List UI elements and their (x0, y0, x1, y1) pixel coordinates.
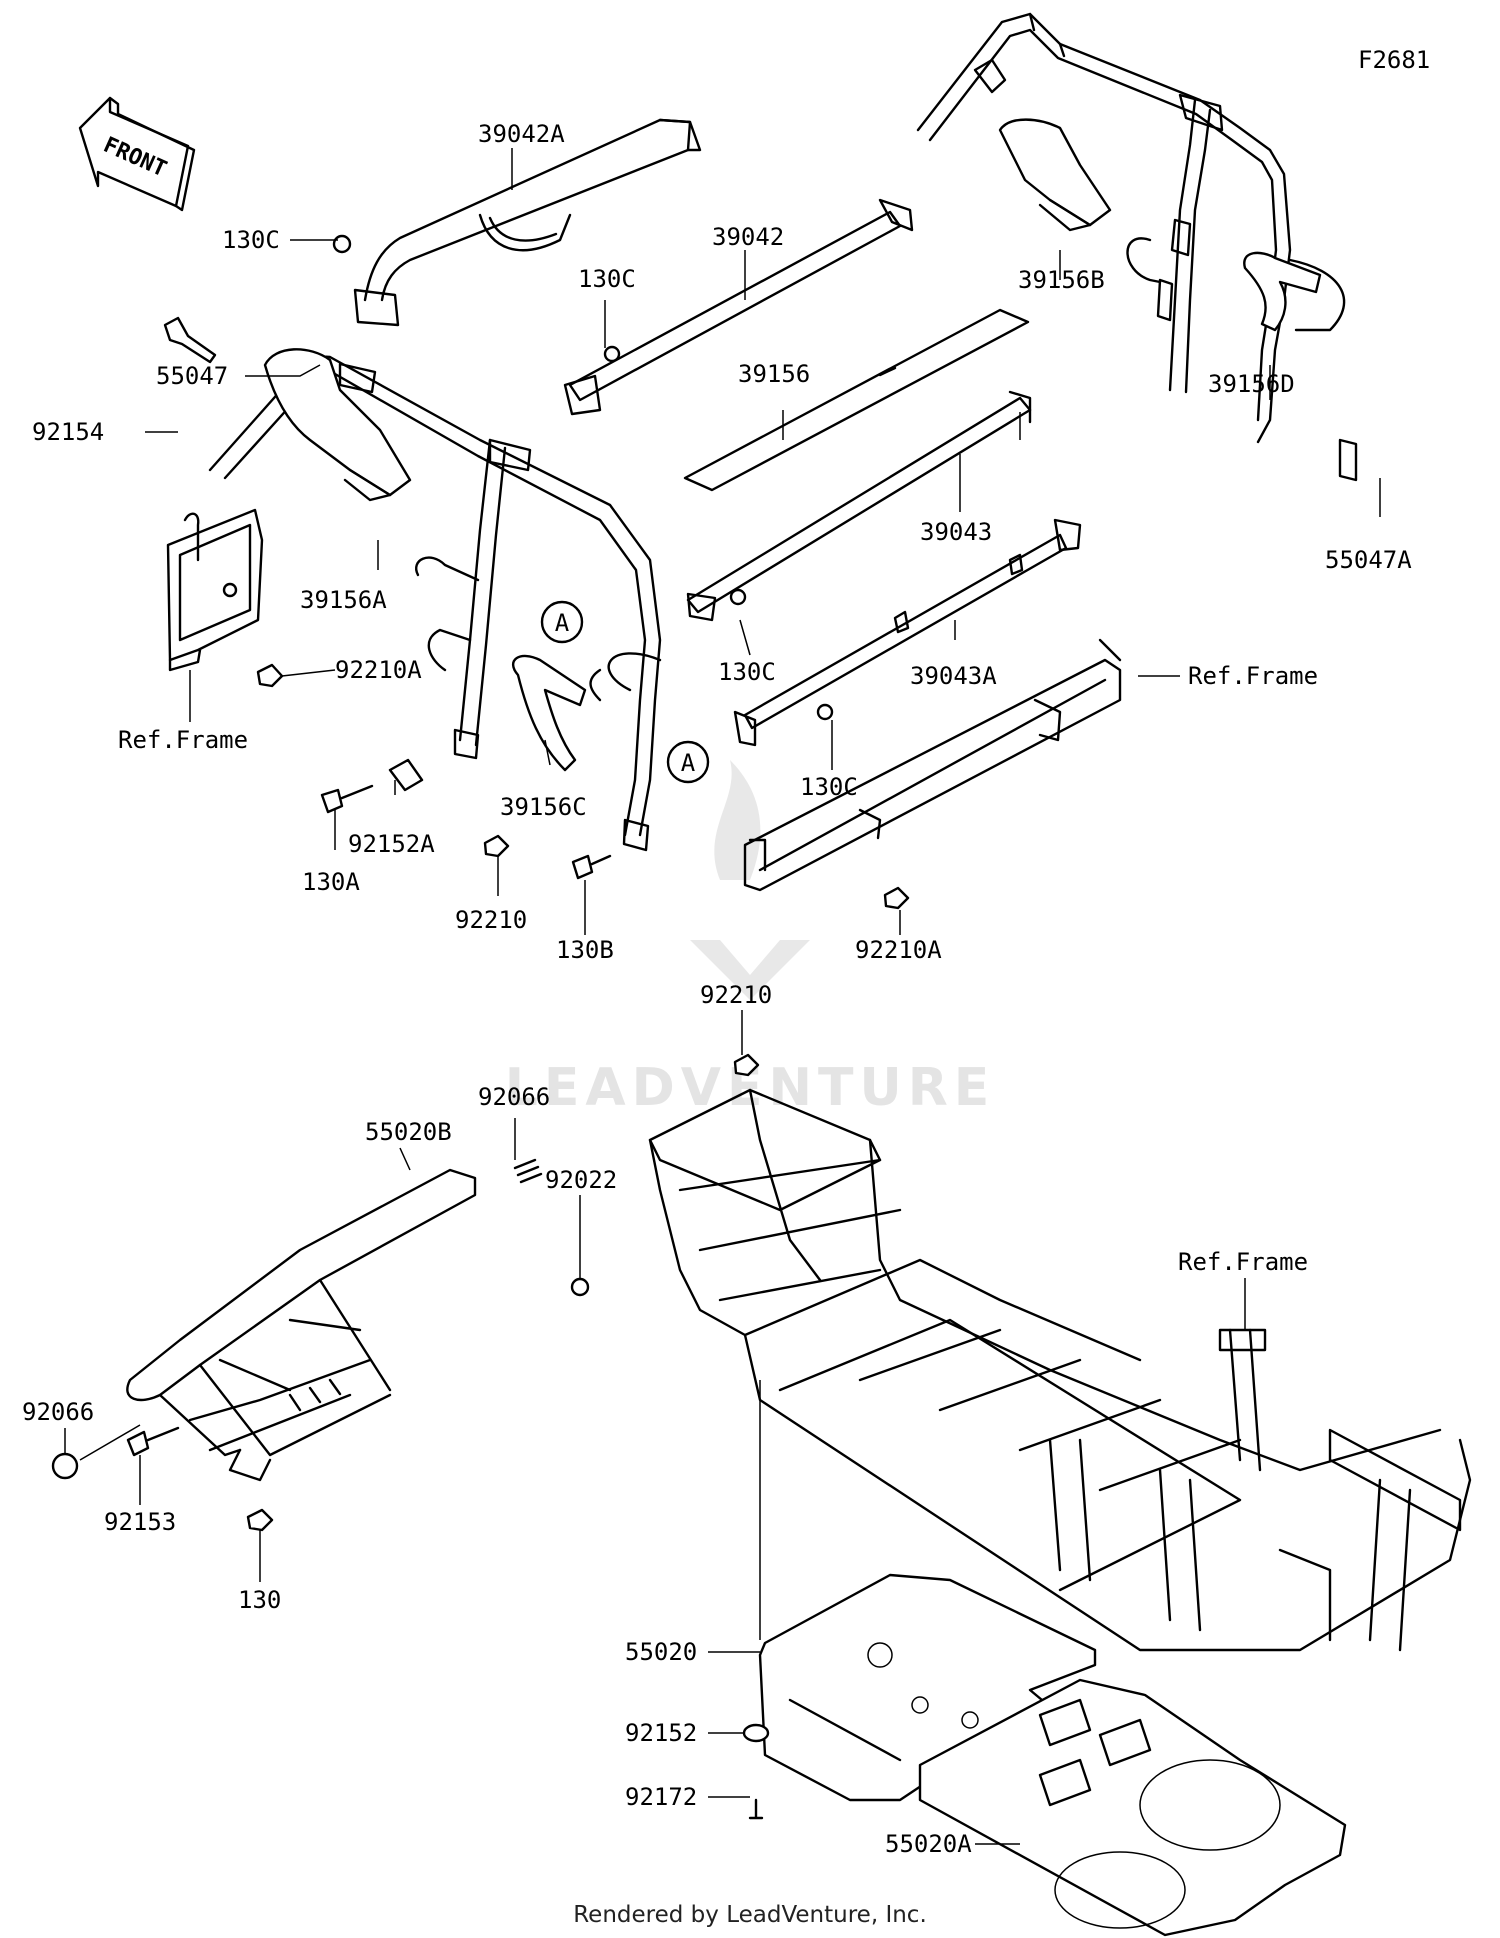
rear-rops-55047A (916, 12, 1358, 482)
label-92152: 92152 (625, 1719, 697, 1747)
label-92066-1: 92066 (478, 1083, 550, 1111)
label-92154: 92154 (32, 418, 104, 446)
svg-text:A: A (681, 749, 696, 777)
grab-39156D (1243, 251, 1322, 332)
skid-plate-55020A (918, 1678, 1347, 1937)
plug-92066 (51, 1452, 79, 1480)
bar-39043 (686, 390, 1032, 622)
label-39156D: 39156D (1208, 370, 1295, 398)
spring-92066 (513, 1158, 543, 1184)
nut-130 (246, 1508, 274, 1532)
pad-39156B (998, 118, 1112, 227)
label-92210: 92210 (455, 906, 527, 934)
bolt-92153 (126, 1426, 180, 1457)
label-92172: 92172 (625, 1783, 697, 1811)
figure-code: F2681 (1358, 46, 1430, 74)
bar-39043A (733, 518, 1082, 747)
nut-92210A-a (256, 663, 284, 688)
label-ref-frame-2: Ref.Frame (1188, 662, 1318, 690)
label-39156C: 39156C (500, 793, 587, 821)
label-55047A: 55047A (1325, 546, 1412, 574)
label-130C-1: 130C (222, 226, 280, 254)
label-ref-frame-1: Ref.Frame (118, 726, 248, 754)
nut-92210 (483, 834, 510, 858)
label-ref-frame-3: Ref.Frame (1178, 1248, 1308, 1276)
bolt-130B (571, 854, 612, 880)
label-130A: 130A (302, 868, 360, 896)
label-92066-2: 92066 (22, 1398, 94, 1426)
label-92022: 92022 (545, 1166, 617, 1194)
label-92152A: 92152A (348, 830, 435, 858)
bar-39042 (563, 198, 914, 416)
front-rops-55047 (208, 355, 662, 852)
svg-text:A: A (555, 609, 570, 637)
label-130: 130 (238, 1586, 281, 1614)
label-92210-2: 92210 (700, 981, 772, 1009)
main-chassis-frame (648, 1088, 1472, 1652)
label-39043A: 39043A (910, 662, 997, 690)
leader-lines-upper (145, 148, 1381, 935)
strip-39156 (683, 308, 1030, 492)
watermark-logo (690, 760, 810, 1000)
label-130B: 130B (556, 936, 614, 964)
bolt-130A (320, 784, 374, 814)
ref-frame-bracket-left (166, 508, 264, 672)
label-39042: 39042 (712, 223, 784, 251)
label-39156B: 39156B (1018, 266, 1105, 294)
front-arrow-icon: FRONT (78, 96, 196, 212)
label-55020: 55020 (625, 1638, 697, 1666)
bar-39042A (353, 118, 702, 327)
label-55020A: 55020A (885, 1830, 972, 1858)
spacer-92152A (388, 758, 424, 792)
bolt-92154 (163, 316, 217, 364)
label-130C-3: 130C (718, 658, 776, 686)
label-92153: 92153 (104, 1508, 176, 1536)
label-92210A-2: 92210A (855, 936, 942, 964)
nut-92210A-b (883, 886, 910, 910)
label-92210A-1: 92210A (335, 656, 422, 684)
grommet-92152 (742, 1723, 770, 1743)
label-55020B: 55020B (365, 1118, 452, 1146)
label-39043: 39043 (920, 518, 992, 546)
label-39156A: 39156A (300, 586, 387, 614)
label-39156: 39156 (738, 360, 810, 388)
callout-a-upper: A (540, 600, 584, 644)
front-bumper-55020B (126, 1168, 477, 1482)
nut-130C-a (332, 234, 352, 254)
pad-39156A (263, 348, 412, 497)
label-55047: 55047 (156, 362, 228, 390)
nut-130C-b (603, 345, 621, 363)
ref-frame-rail-right (743, 638, 1122, 892)
washer-92022 (570, 1277, 590, 1297)
nut-92210-lower (733, 1053, 760, 1077)
callout-a-lower: A (666, 740, 710, 784)
label-130C-4: 130C (800, 773, 858, 801)
label-130C-2: 130C (578, 265, 636, 293)
footer-credit: Rendered by LeadVenture, Inc. (573, 1902, 927, 1928)
nut-130C-d (816, 703, 834, 721)
grab-39156C (511, 654, 587, 772)
label-39042A: 39042A (478, 120, 565, 148)
rivet-92172 (748, 1798, 764, 1820)
leader-lines-lower (64, 1010, 1246, 1845)
nut-130C-c (729, 588, 747, 606)
